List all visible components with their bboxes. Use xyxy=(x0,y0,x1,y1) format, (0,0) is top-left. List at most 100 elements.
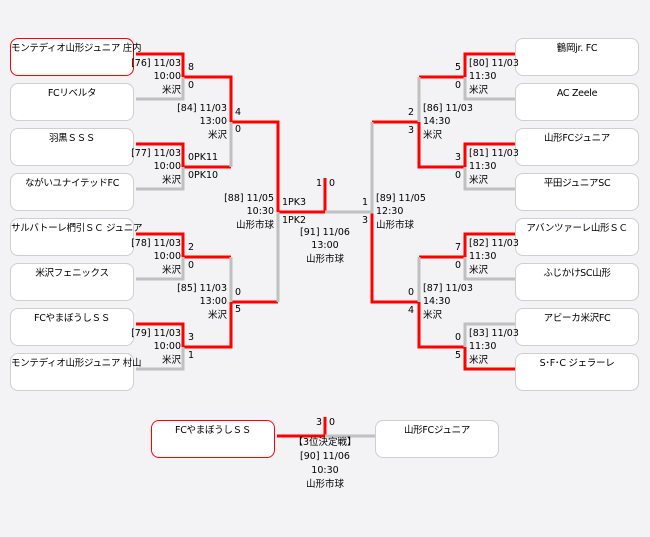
match-venue: 山形市球 xyxy=(305,479,344,490)
loser-lines xyxy=(136,77,515,438)
score-bottom: 0 xyxy=(454,80,461,91)
match-time: 13:00 xyxy=(199,116,227,127)
match-number: [77] 11/03 xyxy=(131,148,181,159)
team-box-left-2[interactable]: FCリベルタ xyxy=(10,83,134,121)
match-number: [88] 11/05 xyxy=(224,193,274,204)
match-number: [87] 11/03 xyxy=(423,283,473,294)
match-venue: 米沢 xyxy=(161,355,181,366)
match-time: 13:00 xyxy=(311,240,339,251)
match-venue: 米沢 xyxy=(469,175,489,186)
team-box-right-7[interactable]: アビーカ米沢FC xyxy=(515,308,639,346)
match-venue: 米沢 xyxy=(161,85,181,96)
match-number: [78] 11/03 xyxy=(131,238,181,249)
score-bottom: 1PK2 xyxy=(282,215,307,226)
match-number: [86] 11/03 xyxy=(423,103,473,114)
match-venue: 山形市球 xyxy=(305,254,344,265)
match-venue: 米沢 xyxy=(469,265,489,276)
match-number: [89] 11/05 xyxy=(376,193,426,204)
score-bottom: 3 xyxy=(407,125,414,136)
team-box-left-6[interactable]: 米沢フェニックス xyxy=(10,263,134,301)
match-number: [84] 11/03 xyxy=(177,103,227,114)
score-top: 0 xyxy=(235,287,242,298)
score-top: 0PK11 xyxy=(188,152,219,163)
score-bottom: 5 xyxy=(454,350,461,361)
match-venue: 米沢 xyxy=(469,85,489,96)
match-venue: 米沢 xyxy=(161,175,181,186)
score-bottom: 0 xyxy=(235,124,242,135)
score-bottom: 0 xyxy=(454,260,461,271)
match-time: 10:30 xyxy=(311,465,339,476)
match-number: [90] 11/06 xyxy=(300,451,350,462)
team-box-left-1[interactable]: モンテディオ山形ジュニア 庄内 xyxy=(10,38,142,76)
score-top: 1 xyxy=(361,197,368,208)
team-box-left-4[interactable]: ながいユナイテッドFC xyxy=(10,173,134,211)
team-box-right-3[interactable]: 山形FCジュニア xyxy=(515,128,639,166)
score-top: 4 xyxy=(235,107,242,118)
match-time: 11:30 xyxy=(469,161,497,172)
match-venue: 米沢 xyxy=(207,310,227,321)
team-box-left-3[interactable]: 羽黒ＳＳＳ xyxy=(10,128,134,166)
score-left: 3 xyxy=(316,417,323,428)
team-box-right-8[interactable]: S･F･C ジェラーレ xyxy=(515,353,639,391)
score-bottom: 3 xyxy=(361,215,368,226)
team-box-left-7[interactable]: FCやまぼうしＳＳ xyxy=(10,308,134,346)
score-left: 1 xyxy=(316,178,323,189)
score-top: 5 xyxy=(454,62,461,73)
score-bottom: 0 xyxy=(454,170,461,181)
match-time: 11:30 xyxy=(469,341,497,352)
score-top: 0 xyxy=(454,332,461,343)
score-top: 8 xyxy=(188,62,195,73)
match-time: 10:00 xyxy=(153,341,181,352)
match-time: 14:30 xyxy=(423,296,451,307)
score-top: 7 xyxy=(454,242,461,253)
match-number: [81] 11/03 xyxy=(469,148,519,159)
score-bottom: 0PK10 xyxy=(188,170,219,181)
match-venue: 山形市球 xyxy=(235,220,274,231)
match-time: 10:00 xyxy=(153,251,181,262)
match-number: [91] 11/06 xyxy=(300,227,350,238)
match-time: 10:00 xyxy=(153,161,181,172)
score-bottom: 0 xyxy=(188,260,195,271)
match-venue: 米沢 xyxy=(423,130,443,141)
match-venue: 米沢 xyxy=(469,355,489,366)
score-top: 3 xyxy=(188,332,195,343)
third-place-team-2[interactable]: 山形FCジュニア xyxy=(375,420,499,458)
third-place-label: 【3位決定戦】 xyxy=(293,437,357,448)
score-top: 3 xyxy=(454,152,461,163)
score-right: 0 xyxy=(329,178,336,189)
score-bottom: 4 xyxy=(407,305,414,316)
score-bottom: 5 xyxy=(235,304,242,315)
score-top: 1PK3 xyxy=(282,197,307,208)
score-top: 0 xyxy=(407,287,414,298)
score-top: 2 xyxy=(407,107,414,118)
match-time: 13:00 xyxy=(199,296,227,307)
match-number: [79] 11/03 xyxy=(131,328,181,339)
team-box-right-2[interactable]: AC Zeele xyxy=(515,83,639,121)
match-venue: 米沢 xyxy=(161,265,181,276)
team-box-left-5[interactable]: サルバトーレ椚引ＳＣ ジュニア xyxy=(10,218,142,256)
match-number: [76] 11/03 xyxy=(131,58,181,69)
match-time: 10:30 xyxy=(246,206,274,217)
match-number: [85] 11/03 xyxy=(177,283,227,294)
team-box-right-6[interactable]: ふじかけSC山形 xyxy=(515,263,639,301)
match-venue: 山形市球 xyxy=(376,220,415,231)
match-venue: 米沢 xyxy=(207,130,227,141)
score-top: 2 xyxy=(188,242,195,253)
match-time: 10:00 xyxy=(153,71,181,82)
match-number: [80] 11/03 xyxy=(469,58,519,69)
score-bottom: 0 xyxy=(188,80,195,91)
match-time: 14:30 xyxy=(423,116,451,127)
match-time: 11:30 xyxy=(469,71,497,82)
team-box-right-4[interactable]: 平田ジュニアSC xyxy=(515,173,639,211)
match-number: [83] 11/03 xyxy=(469,328,519,339)
match-venue: 米沢 xyxy=(423,310,443,321)
score-right: 0 xyxy=(329,417,336,428)
score-bottom: 1 xyxy=(188,350,195,361)
team-box-left-8[interactable]: モンテディオ山形ジュニア 村山 xyxy=(10,353,142,391)
third-place-team-1[interactable]: FCやまぼうしＳＳ xyxy=(151,420,275,458)
team-box-right-5[interactable]: アバンツァーレ山形ＳＣ xyxy=(515,218,639,256)
match-number: [82] 11/03 xyxy=(469,238,519,249)
team-box-right-1[interactable]: 鶴岡jr. FC xyxy=(515,38,639,76)
match-time: 12:30 xyxy=(376,206,404,217)
